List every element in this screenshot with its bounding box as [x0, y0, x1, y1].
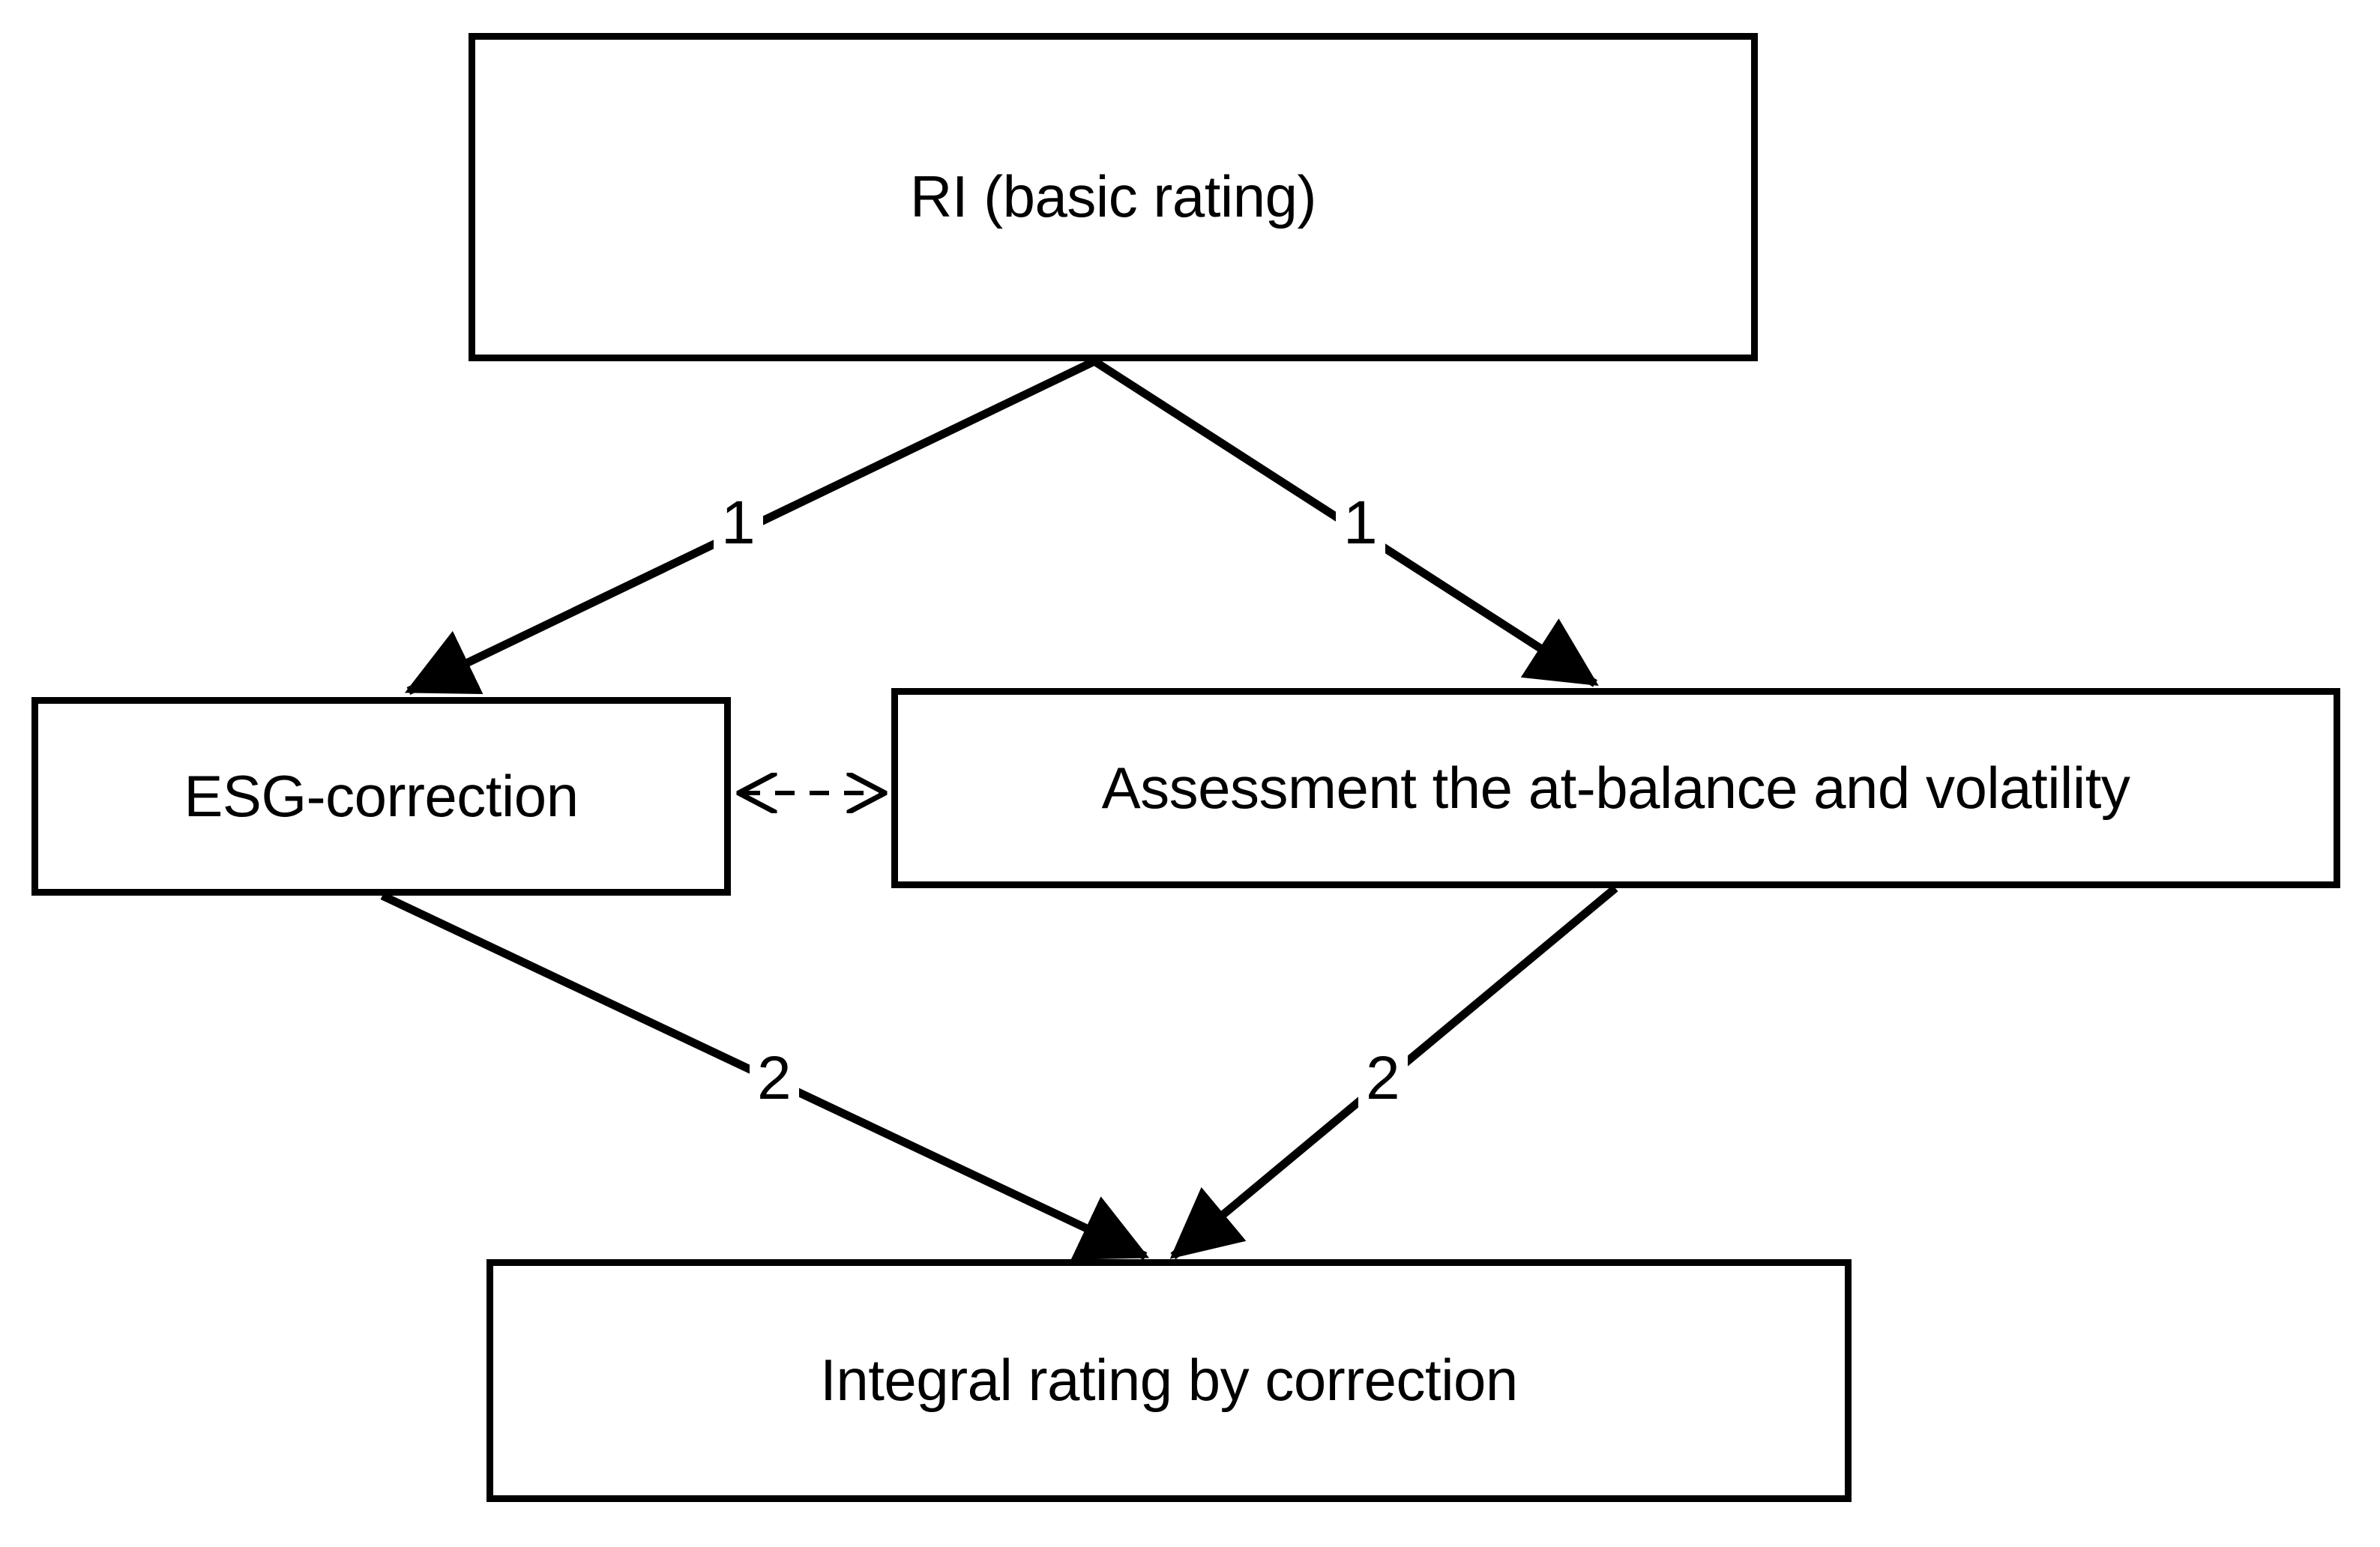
- edge-label-ri-to-assessment: 1: [1336, 491, 1385, 555]
- edge-label-ri-to-esg: 1: [714, 491, 763, 555]
- node-esg-label: ESG-correction: [184, 762, 579, 829]
- node-integral-rating-by-correction[interactable]: Integral rating by correction: [486, 1259, 1852, 1502]
- node-integral-label: Integral rating by correction: [820, 1347, 1518, 1414]
- edge-label-assessment-to-integral: 2: [1358, 1046, 1408, 1111]
- node-assessment-at-balance-volatility[interactable]: Assessment the at-balance and volatility: [891, 688, 2340, 888]
- node-ri-label: RI (basic rating): [910, 163, 1317, 230]
- node-assessment-label: Assessment the at-balance and volatility: [1101, 754, 2130, 821]
- edge-label-esg-to-integral: 2: [750, 1046, 799, 1111]
- node-ri-basic-rating[interactable]: RI (basic rating): [469, 33, 1758, 361]
- node-esg-correction[interactable]: ESG-correction: [31, 697, 731, 896]
